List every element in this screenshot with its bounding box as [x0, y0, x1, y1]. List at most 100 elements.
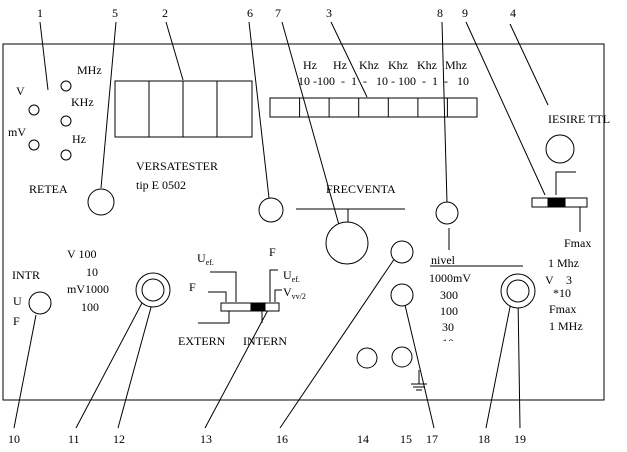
- input-jack-inner[interactable]: [141, 278, 165, 302]
- level-nivel-label: nivel: [431, 253, 456, 267]
- unit-mv-label: mV: [8, 125, 26, 139]
- retea-power-button[interactable]: [87, 188, 115, 216]
- knob-15[interactable]: [391, 346, 413, 368]
- callout-14: 14: [357, 432, 369, 446]
- leader-8: [441, 21, 448, 204]
- output-v3-label: 3: [566, 273, 572, 287]
- leader-1: [39, 21, 49, 91]
- leader-16: [279, 254, 398, 429]
- leader-17: [404, 304, 435, 429]
- callout-6: 6: [247, 6, 253, 20]
- unit-hz-label: Hz: [72, 132, 86, 146]
- frequency-knob[interactable]: [325, 221, 369, 265]
- level-item-300: 300: [440, 288, 458, 302]
- ttl-switch-slider[interactable]: [547, 197, 566, 208]
- frequency-label: FRECVENTA: [326, 182, 396, 196]
- mode-uef-main: U: [197, 251, 206, 265]
- callout-8: 8: [437, 6, 443, 20]
- unit-v-label: V: [16, 84, 25, 98]
- unit-khz-label: KHz: [71, 95, 94, 109]
- output-x10-label: *10: [553, 286, 571, 300]
- mode-vvv-sub: vv/2: [292, 292, 306, 301]
- led-hz: [60, 149, 72, 161]
- callout-18: 18: [478, 432, 490, 446]
- input-v100-label: V 100: [67, 247, 96, 261]
- mode-uef-label: Uef.: [197, 251, 214, 267]
- level-item-30: 30: [442, 320, 454, 334]
- intr-switch[interactable]: [28, 291, 52, 315]
- range-led-strip: [269, 97, 478, 118]
- range-unit-2: Hz: [333, 58, 347, 72]
- mode-uef2-sub: ef.: [292, 275, 300, 284]
- knob-16[interactable]: [390, 240, 414, 264]
- leader-9: [465, 21, 546, 196]
- callout-3: 3: [326, 6, 332, 20]
- callout-17: 17: [426, 432, 438, 446]
- callout-13: 13: [200, 432, 212, 446]
- ttl-output-jack[interactable]: [545, 134, 575, 164]
- leader-6: [248, 21, 270, 199]
- device-model: tip E 0502: [136, 178, 186, 192]
- led-mv: [28, 139, 40, 151]
- led-khz: [60, 115, 72, 127]
- output-v-label: V: [545, 273, 554, 287]
- output-fmax-label: Fmax: [549, 302, 576, 316]
- callout-7: 7: [275, 6, 281, 20]
- callout-5: 5: [112, 6, 118, 20]
- range-units: Hz Hz Khz Khz Khz Mhz: [303, 58, 467, 72]
- device-title: VERSATESTER: [136, 159, 218, 173]
- leader-7: [281, 21, 340, 226]
- ttl-switch-bracket: [555, 171, 576, 195]
- callout-15: 15: [400, 432, 412, 446]
- mode-bracket-f: [208, 291, 227, 302]
- intr-f-label: F: [13, 314, 20, 328]
- callout-16: 16: [276, 432, 288, 446]
- leader-19: [517, 296, 521, 429]
- output-jack-inner[interactable]: [506, 279, 530, 303]
- retea-label: RETEA: [29, 182, 68, 196]
- callout-12: 12: [113, 432, 125, 446]
- callout-2: 2: [162, 6, 168, 20]
- mode-selector-switch[interactable]: [220, 302, 280, 312]
- panel-outline: [2, 43, 605, 401]
- callout-19: 19: [514, 432, 526, 446]
- leader-5: [100, 21, 117, 189]
- callout-4: 4: [510, 6, 516, 20]
- level-knob[interactable]: [435, 201, 459, 225]
- leader-18: [485, 296, 513, 429]
- callout-1: 1: [37, 6, 43, 20]
- mode-f-left-label: F: [189, 280, 196, 294]
- intr-u-label: U: [13, 294, 22, 308]
- range-unit-6: Mhz: [445, 58, 467, 72]
- leader-11: [75, 302, 143, 429]
- ttl-output-label: IESIRE TTL: [548, 112, 610, 126]
- knob-6[interactable]: [258, 197, 284, 223]
- leader-12: [117, 299, 154, 429]
- callout-9: 9: [462, 6, 468, 20]
- range-unit-3: Khz: [359, 58, 379, 72]
- leader-10: [13, 314, 37, 429]
- mode-selector-slider[interactable]: [250, 302, 266, 312]
- mode-bracket-uef: [210, 271, 237, 302]
- mode-extern-label: EXTERN: [178, 334, 226, 348]
- mode-vvv-main: V: [283, 285, 292, 299]
- knob-17[interactable]: [390, 283, 414, 307]
- mode-uef2-main: U: [283, 268, 292, 282]
- mode-uef2-label: Uef.: [283, 268, 300, 284]
- range-unit-5: Khz: [417, 58, 437, 72]
- mode-uef-sub: ef.: [206, 258, 214, 267]
- led-mhz: [60, 80, 72, 92]
- led-v: [28, 104, 40, 116]
- input-10-label: 10: [86, 265, 98, 279]
- mode-intern-label: INTERN: [243, 334, 287, 348]
- mode-f-top-label: F: [269, 245, 276, 259]
- level-item-10-clip: 10: [442, 336, 454, 341]
- knob-14[interactable]: [356, 347, 378, 369]
- leader-2: [165, 21, 184, 81]
- output-1mhz-label-2: 1 MHz: [549, 319, 583, 333]
- intr-label: INTR: [12, 268, 40, 282]
- mode-bracket-right-top: [269, 269, 278, 302]
- ground-icon: [411, 370, 427, 391]
